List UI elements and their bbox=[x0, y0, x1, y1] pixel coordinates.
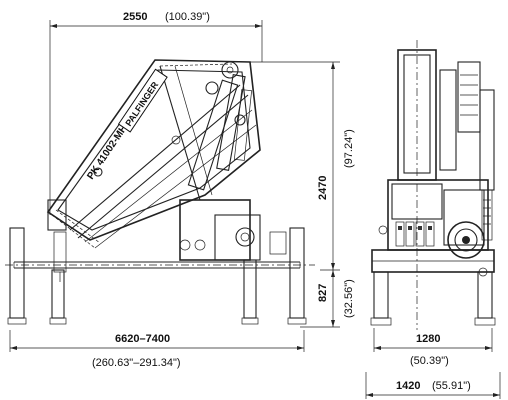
dimension-rear-width: 1280 (50.39") bbox=[373, 328, 493, 367]
top-width-imperial: (100.39") bbox=[165, 11, 210, 23]
span-length-metric: 6620–7400 bbox=[115, 333, 170, 345]
crane-side-view: PK 41002-MH PALFINGER bbox=[5, 59, 315, 325]
rear-width-total-metric: 1420 bbox=[396, 380, 420, 392]
rear-width-imperial: (50.39") bbox=[410, 355, 449, 367]
dimension-top-width: 2550 (100.39") bbox=[49, 11, 263, 215]
dimension-heights: 2470 (97.24") 827 (32.56") bbox=[240, 61, 355, 328]
height-total-imperial: (97.24") bbox=[343, 129, 355, 168]
valve-bank bbox=[395, 221, 435, 247]
span-length-imperial: (260.63"–291.34") bbox=[92, 357, 181, 369]
brand-label: PALFINGER bbox=[123, 79, 160, 128]
rear-width-metric: 1280 bbox=[416, 333, 440, 345]
height-lower-metric: 827 bbox=[317, 284, 329, 302]
model-label: PK 41002-MH bbox=[85, 123, 130, 182]
dimension-span-length: 6620–7400 (260.63"–291.34") bbox=[9, 330, 305, 369]
height-lower-imperial: (32.56") bbox=[343, 279, 355, 318]
dimension-rear-width-total: 1420 (55.91") bbox=[365, 372, 501, 399]
top-width-metric: 2550 bbox=[123, 11, 147, 23]
rear-width-total-imperial: (55.91") bbox=[432, 380, 471, 392]
crane-rear-view bbox=[370, 40, 496, 330]
height-total-metric: 2470 bbox=[317, 176, 329, 200]
